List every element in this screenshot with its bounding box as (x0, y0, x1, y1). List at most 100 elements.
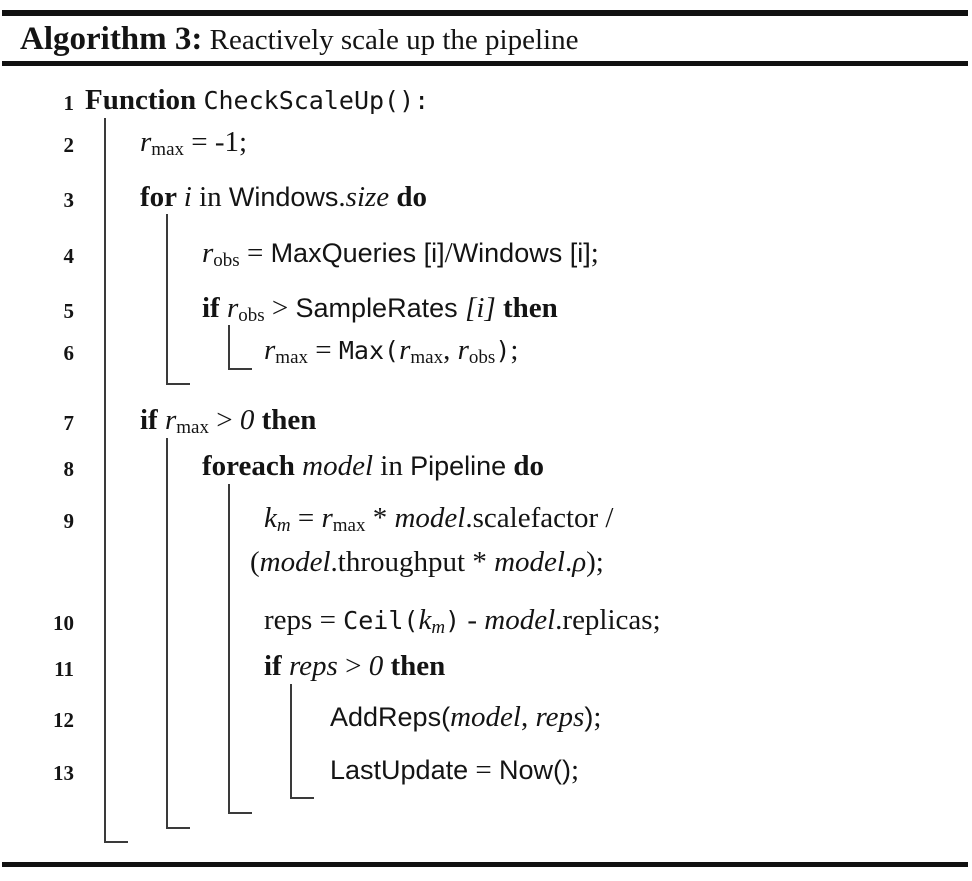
code-token: , (520, 701, 536, 733)
code-line-10: reps = Ceil(km) - model.replicas; (264, 603, 661, 645)
code-token: do (513, 450, 545, 482)
code-line-7: if rmax > 0 then (140, 403, 316, 445)
code-token: = (308, 334, 339, 366)
code-token: .throughput * (330, 546, 495, 578)
code-token: AddReps( (330, 702, 451, 732)
code-token: max (332, 515, 366, 536)
code-token: then (390, 650, 446, 682)
algorithm-caption-label: Algorithm 3: (20, 21, 203, 57)
code-token: = (239, 237, 271, 269)
code-token: if (264, 650, 289, 682)
code-token: 0 (239, 404, 255, 436)
code-token: ρ (572, 546, 587, 578)
code-line-1: Function CheckScaleUp(): (85, 83, 429, 118)
line-number-6: 6 (63, 341, 75, 365)
code-line-3: for i in Windows.size do (140, 180, 427, 214)
code-token: model (302, 450, 374, 482)
code-token: in (191, 181, 229, 213)
code-token: * (365, 502, 395, 534)
code-token: LastUpdate (330, 755, 469, 785)
line-number-1: 1 (63, 91, 75, 115)
code-line-13: LastUpdate = Now(); (330, 753, 579, 787)
code-line-12: AddReps(model, reps); (330, 700, 601, 734)
code-token: model (259, 546, 331, 578)
code-token: = (290, 502, 322, 534)
line-number-11: 11 (54, 657, 74, 681)
code-line-4: robs = MaxQueries [i]/Windows [i]; (202, 236, 599, 278)
code-token: CheckScaleUp(): (203, 86, 430, 115)
foreach-scope-rule (228, 484, 252, 814)
code-token: / (444, 237, 453, 269)
code-token: if (140, 404, 165, 436)
code-line-5: if robs > SampleRates [i] then (202, 291, 558, 333)
code-token: ); (586, 546, 604, 578)
code-token: size (345, 181, 390, 213)
bottom-rule (2, 862, 968, 867)
code-token: reps = (264, 604, 344, 636)
code-token: ; (510, 334, 519, 366)
code-token: obs (468, 347, 496, 368)
code-token: .scalefactor / (465, 502, 614, 534)
code-token: ) (445, 606, 461, 635)
code-token: r (164, 404, 177, 436)
code-token: r (399, 334, 411, 366)
code-token: ) (584, 702, 594, 732)
code-token: k (418, 604, 432, 636)
code-token: r (226, 292, 239, 324)
function-scope-rule (104, 118, 128, 843)
algorithm-caption-title: Reactively scale up the pipeline (202, 24, 579, 56)
code-token: = -1; (184, 126, 248, 158)
code-line-6: rmax = Max(rmax, robs); (264, 333, 518, 375)
code-token: r (457, 334, 469, 366)
code-token: reps (288, 650, 338, 682)
code-token: in (373, 450, 411, 482)
code-token: Max( (338, 336, 400, 365)
code-token: , (443, 334, 458, 366)
code-token: model (394, 502, 466, 534)
code-token: model (450, 701, 521, 733)
inner-if-scope-rule (228, 325, 252, 370)
code-token: model (494, 546, 565, 578)
line-number-7: 7 (63, 411, 75, 435)
code-token: max (410, 347, 444, 368)
code-token: obs (238, 305, 265, 326)
code-token: for (140, 181, 184, 213)
code-token: [i] (465, 292, 496, 324)
code-token: model (484, 604, 556, 636)
line-number-3: 3 (63, 188, 75, 212)
caption-separator-rule (2, 61, 968, 66)
for-loop-scope-rule (166, 214, 190, 385)
code-token: then (261, 404, 317, 436)
code-token: - (460, 604, 485, 636)
code-token: . (338, 181, 346, 213)
line-number-2: 2 (63, 133, 75, 157)
code-token: . (564, 546, 573, 578)
code-token: i (183, 181, 192, 213)
line-number-12: 12 (53, 708, 74, 732)
code-token: Windows (228, 182, 339, 212)
code-line-9: km = rmax * model.scalefactor / (264, 501, 614, 543)
code-token: Ceil( (343, 606, 419, 635)
code-token: = (468, 754, 499, 786)
code-token: max (151, 139, 185, 160)
code-token: ; (593, 701, 602, 733)
code-token: > (337, 650, 369, 682)
code-token: MaxQueries [i] (270, 238, 445, 268)
code-token: ; (590, 237, 599, 269)
code-token: > (264, 292, 296, 324)
code-token: do (396, 181, 428, 213)
code-token: 0 (368, 650, 384, 682)
code-token: > (208, 404, 240, 436)
code-token: r (202, 237, 214, 269)
code-token: obs (213, 250, 240, 271)
code-token: m (276, 515, 291, 536)
code-token: ; (570, 754, 580, 786)
algorithm-caption: Algorithm 3: Reactively scale up the pip… (20, 21, 950, 58)
code-token: m (431, 617, 446, 638)
code-token (254, 404, 261, 436)
code-token: Now() (498, 755, 571, 785)
code-token: .replicas; (555, 604, 661, 636)
if-reps-scope-rule (290, 684, 314, 799)
code-token: r (321, 502, 333, 534)
